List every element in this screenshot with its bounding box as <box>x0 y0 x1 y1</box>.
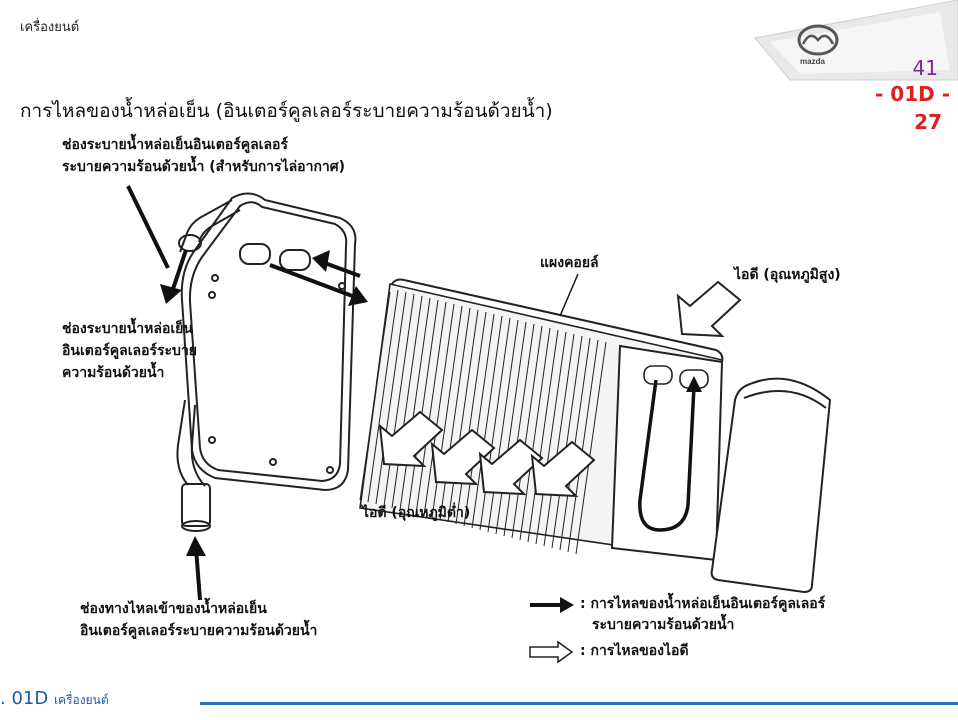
mazda-logo: mazda <box>754 0 958 81</box>
intake-cool-arrows <box>378 410 596 498</box>
legend-coolant: : การไหลของน้ำหล่อเย็นอินเตอร์คูลเลอร์ ร… <box>580 594 825 636</box>
page-number: 41 <box>912 56 938 80</box>
callout-outlet-air: ช่องระบายน้ำหล่อเย็นอินเตอร์คูลเลอร์ ระบ… <box>62 134 345 178</box>
legend-air: : การไหลของไอดี <box>580 643 689 659</box>
coolant-u-path <box>638 379 696 532</box>
footer-label: . 01D เครื่องยนต์ <box>0 688 109 710</box>
legend-coolant-line1: : การไหลของน้ำหล่อเย็นอินเตอร์คูลเลอร์ <box>580 596 826 612</box>
callout-inlet: ช่องทางไหลเข้าของน้ำหล่อเย็น อินเตอร์คูล… <box>80 598 317 642</box>
core-cover <box>710 377 832 594</box>
coolant-up-arrowhead <box>686 376 702 392</box>
intercooler-plate <box>176 192 357 532</box>
callout-outlet-air-line2: ระบายความร้อนด้วยน้ำ (สำหรับการไล่อากาศ) <box>62 159 346 175</box>
legend-air-arrow <box>529 640 574 664</box>
legend-coolant-line2: ระบายความร้อนด้วยน้ำ <box>592 617 735 633</box>
intake-hot-arrow <box>676 280 742 338</box>
callout-intake-hot: ไอดี (อุณหภูมิสูง) <box>734 267 841 283</box>
section-code: - 01D - <box>875 82 950 106</box>
section-code-page: 27 <box>914 110 942 134</box>
callout-core: แผงคอยล์ <box>540 255 599 271</box>
callout-outlet-line3: ความร้อนด้วยน้ำ <box>62 365 165 381</box>
callout-inlet-line2: อินเตอร์คูลเลอร์ระบายความร้อนด้วยน้ำ <box>80 623 318 639</box>
footer-code: . 01D <box>0 688 49 709</box>
callout-outlet-line2: อินเตอร์คูลเลอร์ระบาย <box>62 343 198 359</box>
footer-section: เครื่องยนต์ <box>53 693 109 707</box>
core-leader-line <box>559 273 579 317</box>
footer-divider <box>200 702 958 705</box>
callout-inlet-line1: ช่องทางไหลเข้าของน้ำหล่อเย็น <box>80 601 267 617</box>
page-title: การไหลของน้ำหล่อเย็น (อินเตอร์คูลเลอร์ระ… <box>20 100 553 122</box>
mazda-wordmark: mazda <box>800 57 825 66</box>
legend-coolant-arrow <box>530 597 574 613</box>
header-section-label: เครื่องยนต์ <box>20 20 80 35</box>
coolant-flow-arrows <box>126 185 368 601</box>
callout-outlet-line1: ช่องระบายน้ำหล่อเย็น <box>62 321 193 337</box>
callout-outlet-air-line1: ช่องระบายน้ำหล่อเย็นอินเตอร์คูลเลอร์ <box>62 137 288 153</box>
callout-outlet: ช่องระบายน้ำหล่อเย็น อินเตอร์คูลเลอร์ระบ… <box>62 318 197 384</box>
callout-intake-cool: ไอดี (อุณหภูมิต่ำ) <box>362 505 471 521</box>
